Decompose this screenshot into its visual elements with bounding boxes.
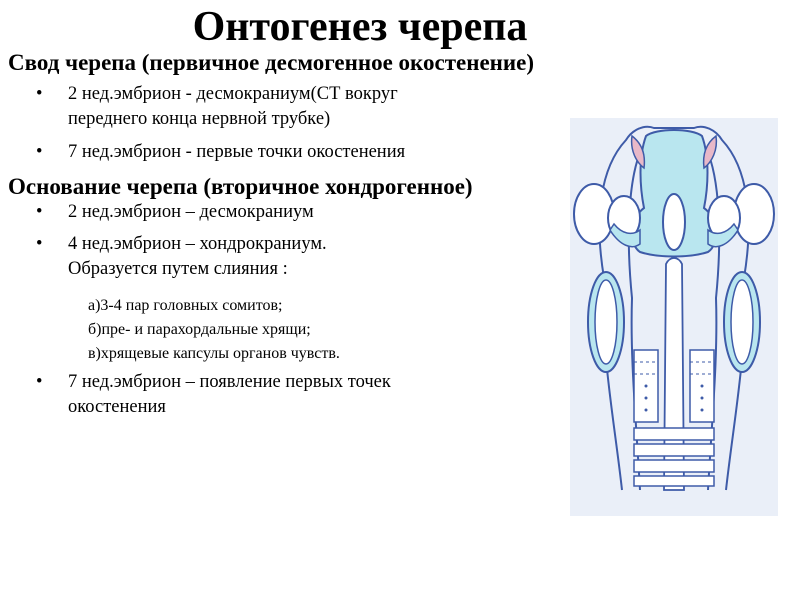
otic-capsule-right-hole	[730, 279, 754, 365]
optic-cartilage-left	[609, 222, 641, 248]
bullet-text: 4 нед.эмбрион – хондрокраниум. Образуетс…	[68, 232, 327, 282]
ossification-dot	[644, 408, 648, 412]
section-heading-vault: Свод черепа (первичное десмогенное окост…	[8, 50, 535, 75]
central-opening	[662, 193, 686, 251]
somite-block	[633, 459, 715, 473]
bullet-line: 2 нед.эмбрион - десмокраниум(СТ вокруг	[68, 84, 398, 104]
otic-capsule-left-hole	[594, 279, 618, 365]
somite-block	[633, 443, 715, 457]
bullet-text: 2 нед.эмбрион - десмокраниум(СТ вокруг п…	[68, 82, 398, 132]
section-heading-base: Основание черепа (вторичное хондрогенное…	[8, 174, 473, 199]
bullet-line: 4 нед.эмбрион – хондрокраниум.	[68, 234, 327, 254]
pink-lobe-right	[702, 134, 718, 170]
bullet-glyph: •	[36, 202, 43, 222]
ossification-dot	[700, 396, 704, 400]
embryo-skull-diagram	[570, 118, 778, 516]
sublist-item: в)хрящевые капсулы органов чувств.	[88, 345, 340, 362]
bullet-line: 7 нед.эмбрион – появление первых точек	[68, 372, 391, 392]
pink-lobe-left	[630, 134, 646, 170]
ossification-dot	[644, 384, 648, 388]
bullet-glyph: •	[36, 372, 43, 392]
bullet-glyph: •	[36, 84, 43, 104]
ossification-dot	[700, 408, 704, 412]
ossification-dot	[700, 384, 704, 388]
chondrocranium-illustration	[573, 125, 775, 491]
slide-title: Онтогенез черепа	[192, 4, 528, 50]
ossification-dot	[644, 396, 648, 400]
bullet-line: окостенения	[68, 397, 166, 417]
fusion-sublist: а)3-4 пар головных сомитов; б)пре- и пар…	[88, 294, 340, 366]
bullet-glyph: •	[36, 142, 43, 162]
bullet-text: 7 нед.эмбрион – появление первых точек о…	[68, 370, 391, 420]
bullet-glyph: •	[36, 234, 43, 254]
sublist-item: б)пре- и парахордальные хрящи;	[88, 321, 311, 338]
bullet-line: Образуется путем слияния :	[68, 259, 288, 279]
bullet-text: 7 нед.эмбрион - первые точки окостенения	[68, 142, 406, 162]
bullet-text: 2 нед.эмбрион – десмокраниум	[68, 202, 314, 222]
somite-block	[633, 475, 715, 487]
sublist-item: а)3-4 пар головных сомитов;	[88, 297, 283, 314]
optic-cartilage-right	[707, 222, 739, 248]
bullet-line: переднего конца нервной трубке)	[68, 109, 331, 129]
somite-block	[633, 427, 715, 441]
